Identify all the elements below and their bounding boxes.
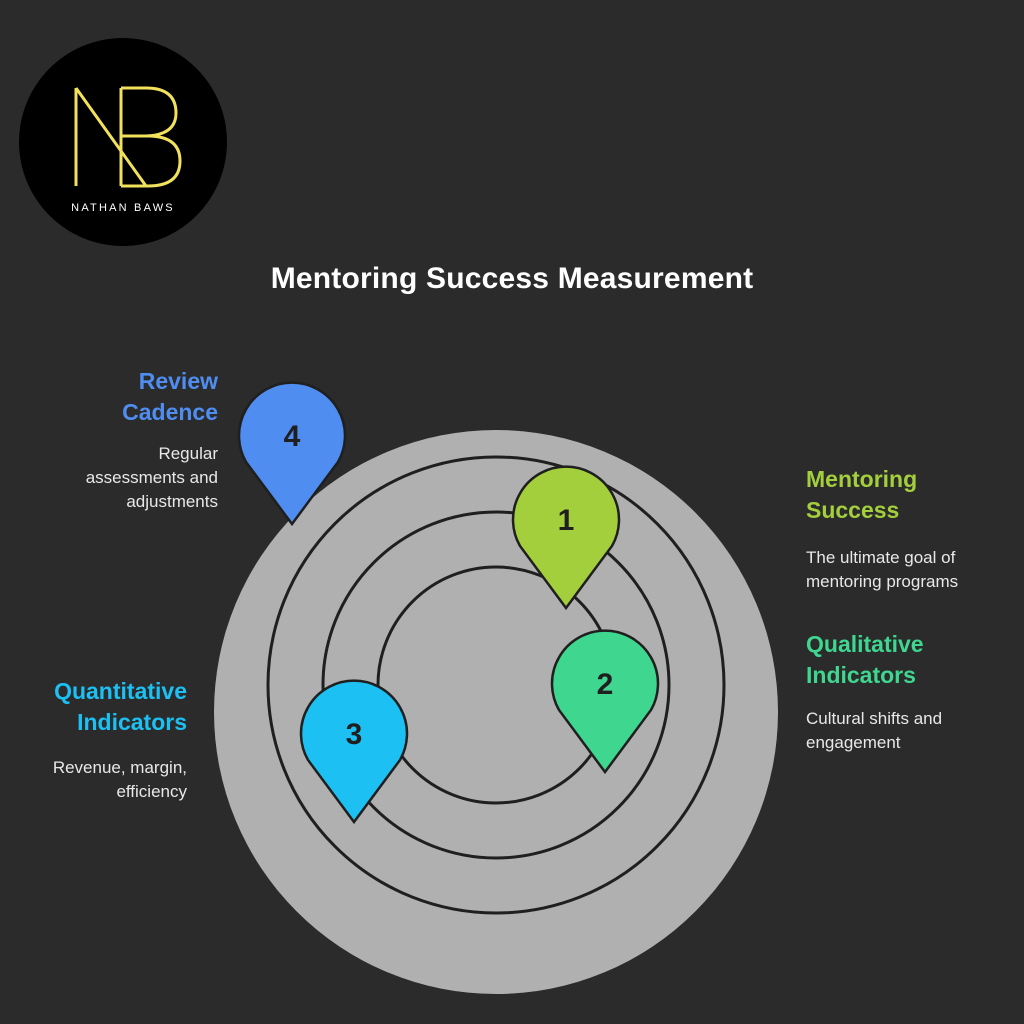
logo-brand-name: NATHAN BAWS: [71, 202, 175, 214]
pin-1-number: 1: [558, 504, 575, 537]
review-desc-line2: assessments and: [85, 468, 218, 487]
page-title: Mentoring Success Measurement: [270, 262, 754, 295]
label-mentoring-success: Mentoring Success The ultimate goal of m…: [806, 464, 1016, 594]
pin-3-marker: [299, 679, 409, 825]
quantitative-description: Revenue, margin, efficiency: [0, 756, 187, 804]
label-qualitative-indicators: Qualitative Indicators Cultural shifts a…: [806, 629, 1016, 755]
ring-3: [266, 455, 726, 915]
qualitative-desc-line1: Cultural shifts and: [806, 709, 943, 728]
pin-4-marker: [237, 381, 347, 527]
logo-badge: [19, 38, 227, 246]
mentoring-success-desc-line2: mentoring programs: [806, 572, 959, 591]
pin-2-marker: [550, 629, 660, 775]
review-heading: Review Cadence: [0, 366, 218, 428]
review-heading-line2: Cadence: [122, 399, 218, 425]
mentoring-success-description: The ultimate goal of mentoring programs: [806, 546, 1016, 594]
mentoring-success-heading-line1: Mentoring: [806, 466, 918, 492]
label-quantitative-indicators: Quantitative Indicators Revenue, margin,…: [0, 676, 187, 804]
pin-1-marker: [511, 465, 621, 611]
qualitative-desc-line2: engagement: [806, 733, 901, 752]
review-desc-line3: adjustments: [126, 492, 218, 511]
quantitative-heading: Quantitative Indicators: [0, 676, 187, 738]
mentoring-success-desc-line1: The ultimate goal of: [806, 548, 956, 567]
mentoring-success-heading: Mentoring Success: [806, 464, 1016, 526]
logo-monogram: [74, 86, 182, 188]
review-description: Regular assessments and adjustments: [0, 442, 218, 514]
pin-2-number: 2: [597, 668, 614, 701]
concentric-rings: [214, 430, 778, 994]
pin-qualitative-indicators: 2: [550, 629, 660, 775]
pin-review-cadence: 4: [237, 381, 347, 527]
pin-4-number: 4: [284, 420, 301, 453]
review-desc-line1: Regular: [158, 444, 218, 463]
label-review-cadence: Review Cadence Regular assessments and a…: [0, 366, 218, 514]
quantitative-heading-line1: Quantitative: [54, 678, 187, 704]
quantitative-heading-line2: Indicators: [77, 709, 187, 735]
pin-3-number: 3: [346, 718, 363, 751]
ring-2: [321, 510, 671, 860]
qualitative-description: Cultural shifts and engagement: [806, 707, 1016, 755]
review-heading-line1: Review: [138, 368, 218, 394]
qualitative-heading-line1: Qualitative: [806, 631, 924, 657]
ring-outer: [214, 430, 778, 994]
quantitative-desc-line1: Revenue, margin,: [52, 758, 187, 777]
pin-mentoring-success: 1: [511, 465, 621, 611]
mentoring-success-heading-line2: Success: [806, 497, 900, 523]
quantitative-desc-line2: efficiency: [116, 782, 187, 801]
logo: NATHAN BAWS: [19, 38, 227, 246]
qualitative-heading: Qualitative Indicators: [806, 629, 1016, 691]
qualitative-heading-line2: Indicators: [806, 662, 916, 688]
pin-quantitative-indicators: 3: [299, 679, 409, 825]
